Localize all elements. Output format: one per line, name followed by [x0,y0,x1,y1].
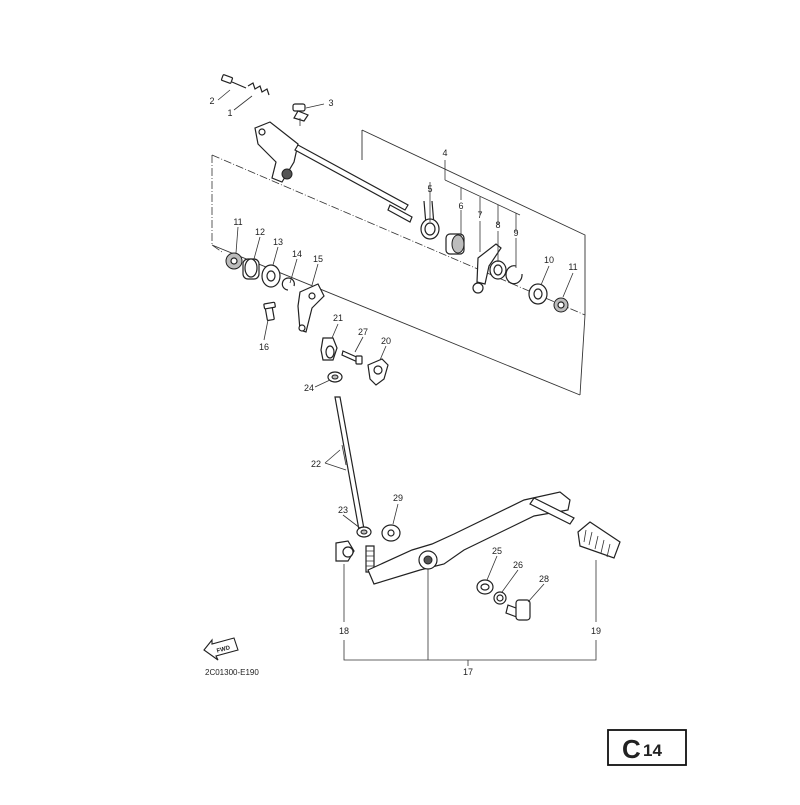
callout-14: 14 [292,249,302,259]
callout-7: 7 [477,210,482,220]
oil-seal-part [553,297,569,313]
rod-end-part [320,337,338,361]
stud-bolt-part [292,103,309,126]
return-spring-part [420,200,440,240]
callout-19: 19 [591,626,601,636]
callout-15: 15 [313,254,323,264]
bolt-part [341,350,363,365]
oil-seal-part [493,591,507,605]
callout-13: 13 [273,237,283,247]
callout-16: 16 [259,342,269,352]
callout-10: 10 [544,255,554,265]
callout-17: 17 [463,667,473,677]
bolt-part [263,301,276,322]
oil-seal-part [225,252,243,270]
callout-29: 29 [393,493,403,503]
callout-24: 24 [304,383,314,393]
page-letter: C [622,734,641,764]
collar-part [445,233,465,255]
circlip-part [505,265,523,285]
stopper-lever-part [472,243,502,294]
shift-pedal-part [367,491,575,585]
nut-part [356,526,372,538]
nut-part [327,371,343,383]
page-number: 14 [643,741,662,760]
callout-27: 27 [358,327,368,337]
callout-9: 9 [513,228,518,238]
washer-part [261,264,281,288]
shift-arm-part [297,283,325,333]
pivot-bolt-part [505,599,531,621]
callout-21: 21 [333,313,343,323]
callout-11-right: 11 [568,262,577,272]
callout-3: 3 [328,98,333,108]
rod-end-part [367,358,389,386]
callout-25: 25 [492,546,502,556]
page-number-box: C 14 [607,729,687,766]
callout-23: 23 [338,505,348,515]
callout-8: 8 [495,220,500,230]
callout-20: 20 [381,336,391,346]
callout-28: 28 [539,574,549,584]
rod-end-part [335,540,355,562]
diagram-code: 2C01300-E190 [205,668,259,677]
washer-part [528,283,548,305]
collar-part [242,258,260,280]
callout-18: 18 [339,626,349,636]
callout-11-left: 11 [233,217,242,227]
circlip-part [281,277,295,291]
callout-12: 12 [255,227,265,237]
callout-26: 26 [513,560,523,570]
callout-5: 5 [427,184,432,194]
callout-2: 2 [209,96,214,106]
fwd-label: FWD [216,645,231,655]
bolt-part [220,74,247,89]
callout-6: 6 [458,201,463,211]
pedal-rubber-part [577,521,621,559]
shift-shaft-part [254,121,413,223]
callout-leaders [217,89,597,666]
fwd-arrow-icon: FWD [203,637,239,661]
washer-part [476,579,494,595]
callout-1: 1 [227,108,232,118]
callout-numbers: 2 1 3 4 5 6 7 8 9 10 11 11 12 13 14 15 1… [209,96,601,677]
callout-22: 22 [311,459,321,469]
callout-4: 4 [442,148,447,158]
assembly-frame [211,129,586,396]
spring-part [247,82,270,96]
washer-part [381,524,401,542]
washer-part [489,260,507,280]
